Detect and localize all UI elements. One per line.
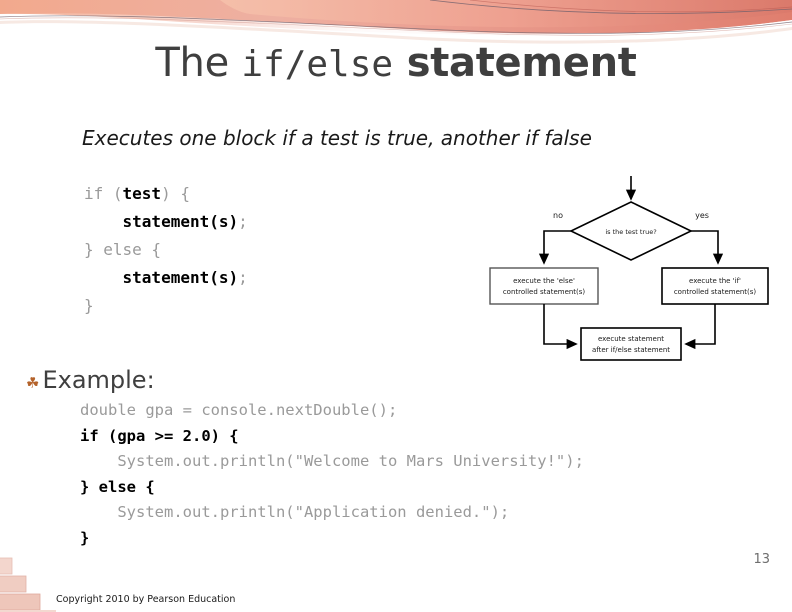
flowchart-decision-label: is the test true? [605,228,656,236]
syntax-line-5: } [84,296,94,315]
brick-stairs-decoration [0,546,60,612]
syntax-token-test: test [122,184,162,203]
flowchart-if-box-line1: execute the 'if' [689,277,741,285]
example-code-line-5: System.out.println("Application denied."… [80,503,510,521]
syntax-line-2: statement(s); [122,212,248,231]
header-swoosh-decoration [0,0,792,46]
syntax-line-4: statement(s); [122,268,248,287]
flowchart-after-box-line1: execute statement [598,335,664,343]
title-prefix: The [155,40,242,86]
example-code-block: double gpa = console.nextDouble(); if (g… [80,398,584,551]
flowchart-branch-yes: yes [695,211,709,220]
syntax-token-statement-2: statement(s) [122,268,239,287]
title-keyword-ifelse: if/else [241,44,394,85]
syntax-template-code: if (test) { statement(s); } else { state… [84,180,248,320]
flowchart-branch-no: no [553,211,563,220]
syntax-line-3: } else { [84,240,162,259]
title-suffix: statement [393,40,637,86]
slide-subtitle: Executes one block if a test is true, an… [82,126,592,150]
example-heading-row: ☘ Example: [26,366,155,394]
example-code-line-2: if (gpa >= 2.0) { [80,426,239,445]
flowchart-else-box-line2: controlled statement(s) [503,288,586,296]
page-number: 13 [753,552,770,567]
slide-title: The if/else statement [0,40,792,86]
flowchart-else-box-line1: execute the 'else' [513,277,575,285]
example-code-line-3: System.out.println("Welcome to Mars Univ… [80,452,584,470]
example-code-line-4: } else { [80,477,155,496]
example-code-line-1: double gpa = console.nextDouble(); [80,401,398,419]
syntax-token-statement-1: statement(s) [122,212,239,231]
flowchart-after-box-line2: after if/else statement [592,346,670,354]
copyright-text: Copyright 2010 by Pearson Education [56,594,236,605]
curly-ornament-bullet-icon: ☘ [26,374,40,392]
example-label: Example: [42,366,155,394]
ifelse-flowchart-diagram: is the test true? no yes execute the 'el… [486,176,770,362]
example-code-line-6: } [80,528,90,547]
flowchart-if-box-line2: controlled statement(s) [674,288,757,296]
syntax-line-1: if (test) { [84,184,190,203]
